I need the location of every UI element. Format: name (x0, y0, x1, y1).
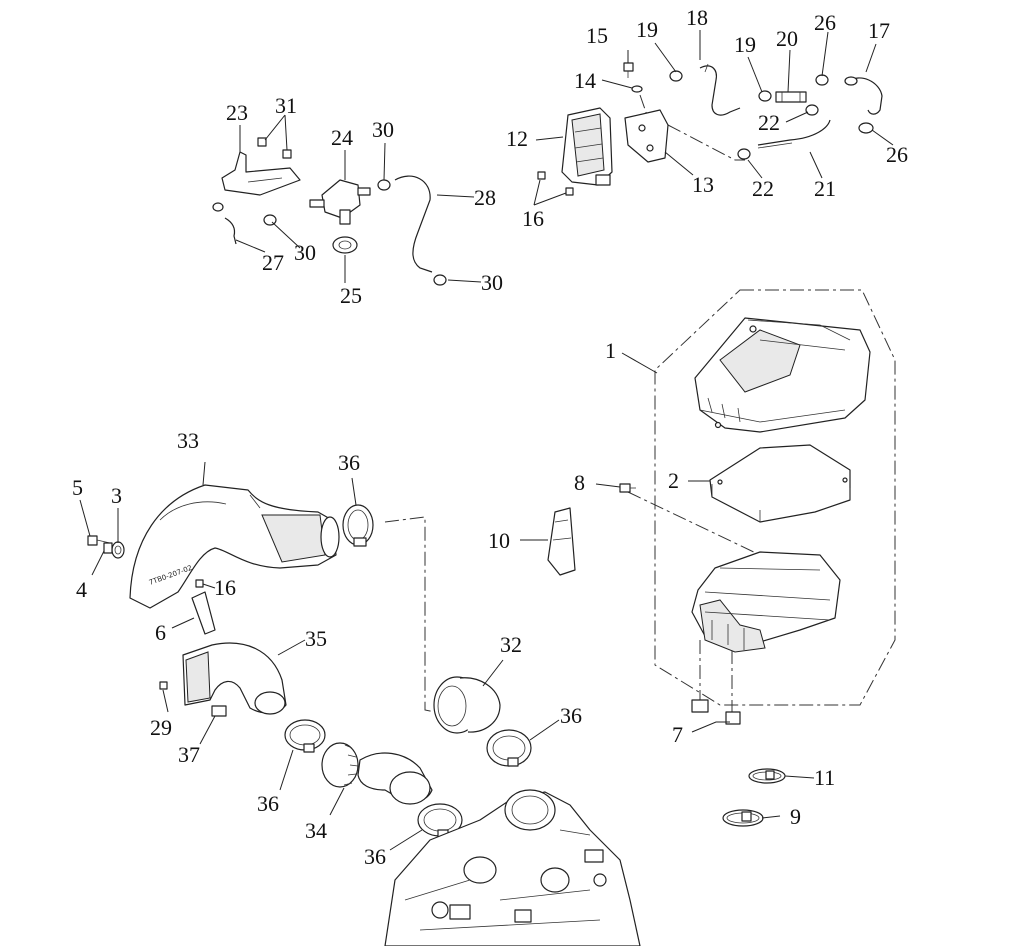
leader-dash-7 (699, 640, 733, 712)
clamp-part-36c (486, 729, 532, 767)
clamp-part-19a (669, 70, 683, 82)
callout-17: 17 (868, 18, 890, 43)
clip-part-37 (211, 705, 227, 717)
callout-31: 31 (275, 93, 297, 118)
callout-21: 21 (814, 176, 836, 201)
canister-part-12 (561, 107, 613, 186)
clamp-part-36a (342, 504, 374, 547)
callout-26a: 26 (814, 10, 836, 35)
callout-36d: 36 (364, 844, 386, 869)
screw-part-16c (195, 579, 204, 588)
hose-part-27 (224, 217, 237, 245)
callout-10: 10 (488, 528, 510, 553)
callout-3: 3 (111, 483, 122, 508)
clip-part-7 (691, 699, 741, 725)
callout-19a: 19 (636, 17, 658, 42)
washer-part-14 (631, 85, 643, 93)
callout-7: 7 (672, 722, 683, 747)
callout-6: 6 (155, 620, 166, 645)
hose-part-20 (775, 91, 807, 103)
coupler-part-34 (321, 742, 433, 805)
screw-part-16a (537, 171, 546, 180)
clamp-part-30c (433, 274, 447, 286)
callout-18: 18 (686, 5, 708, 30)
hose-part-18 (699, 63, 741, 116)
callout-16a: 16 (522, 206, 544, 231)
collar-part-4 (103, 542, 113, 554)
callout-32: 32 (500, 632, 522, 657)
callout-9: 9 (790, 804, 801, 829)
callout-5: 5 (72, 475, 83, 500)
callout-30b: 30 (372, 117, 394, 142)
valve-part-24 (309, 179, 371, 225)
leader-dash-13 (667, 124, 745, 161)
callout-30a: 30 (294, 240, 316, 265)
callout-22b: 22 (752, 176, 774, 201)
callout-25: 25 (340, 283, 362, 308)
clamp-part-26b (858, 122, 874, 134)
clamp-part-30a (377, 179, 391, 191)
callout-4: 4 (76, 577, 87, 602)
intake-duct-part-33: 7TB0-207-02 (129, 484, 340, 609)
callout-36b: 36 (257, 791, 279, 816)
clamp-part-22a (805, 104, 819, 116)
leader-dash-36-32 (384, 516, 436, 713)
callout-27: 27 (262, 250, 284, 275)
boot-part-32 (433, 676, 501, 734)
bracket-part-6 (191, 591, 216, 635)
airbox-cover-part (694, 317, 871, 433)
callout-26b: 26 (886, 142, 908, 167)
callout-labels: 1 2 3 4 5 6 7 8 9 10 11 12 13 14 15 16 1… (72, 5, 908, 869)
callout-2: 2 (668, 468, 679, 493)
bracket-part-13 (624, 109, 669, 163)
grommet-part-25 (332, 236, 358, 254)
assembly-boundary (654, 289, 896, 706)
callout-33: 33 (177, 428, 199, 453)
clamp-part-22b (737, 148, 751, 160)
callout-36c: 36 (560, 703, 582, 728)
screw-part-29 (159, 681, 168, 690)
callout-24: 24 (331, 125, 353, 150)
filter-element-part (709, 444, 851, 523)
clamp-part-11 (748, 768, 786, 784)
clamp-part-36b (284, 719, 326, 753)
callout-29: 29 (150, 715, 172, 740)
callout-30c: 30 (481, 270, 503, 295)
bracket-part-10 (547, 507, 576, 576)
hose-part-17 (844, 76, 883, 115)
callout-14: 14 (574, 68, 596, 93)
callout-37: 37 (178, 742, 200, 767)
callout-8: 8 (574, 470, 585, 495)
clamp-part-26a (815, 74, 829, 86)
callout-36a: 36 (338, 450, 360, 475)
leader-lines (79, 30, 894, 851)
airbox-base-part (691, 551, 841, 653)
bracket-part-23 (221, 151, 301, 196)
grommet-part-3 (111, 541, 125, 559)
callout-16b: 16 (214, 575, 236, 600)
screw-part-8 (619, 483, 636, 493)
callout-15: 15 (586, 23, 608, 48)
callout-22a: 22 (758, 110, 780, 135)
callout-12: 12 (506, 126, 528, 151)
callout-20: 20 (776, 26, 798, 51)
callout-1: 1 (605, 338, 616, 363)
hose-part-28 (394, 175, 433, 273)
callout-28: 28 (474, 185, 496, 210)
callout-23: 23 (226, 100, 248, 125)
engine-casing (384, 789, 641, 946)
clamp-part-30b (212, 202, 277, 226)
callout-13: 13 (692, 172, 714, 197)
callout-11: 11 (814, 765, 835, 790)
callout-19b: 19 (734, 32, 756, 57)
hose-part-21 (757, 119, 831, 149)
callout-35: 35 (305, 626, 327, 651)
elbow-part-35 (182, 642, 287, 715)
bolt-part-15 (623, 62, 634, 78)
clamp-part-19b (758, 90, 772, 102)
callout-34: 34 (305, 818, 327, 843)
screw-part-16b (565, 187, 574, 196)
clamp-part-9 (722, 809, 764, 827)
